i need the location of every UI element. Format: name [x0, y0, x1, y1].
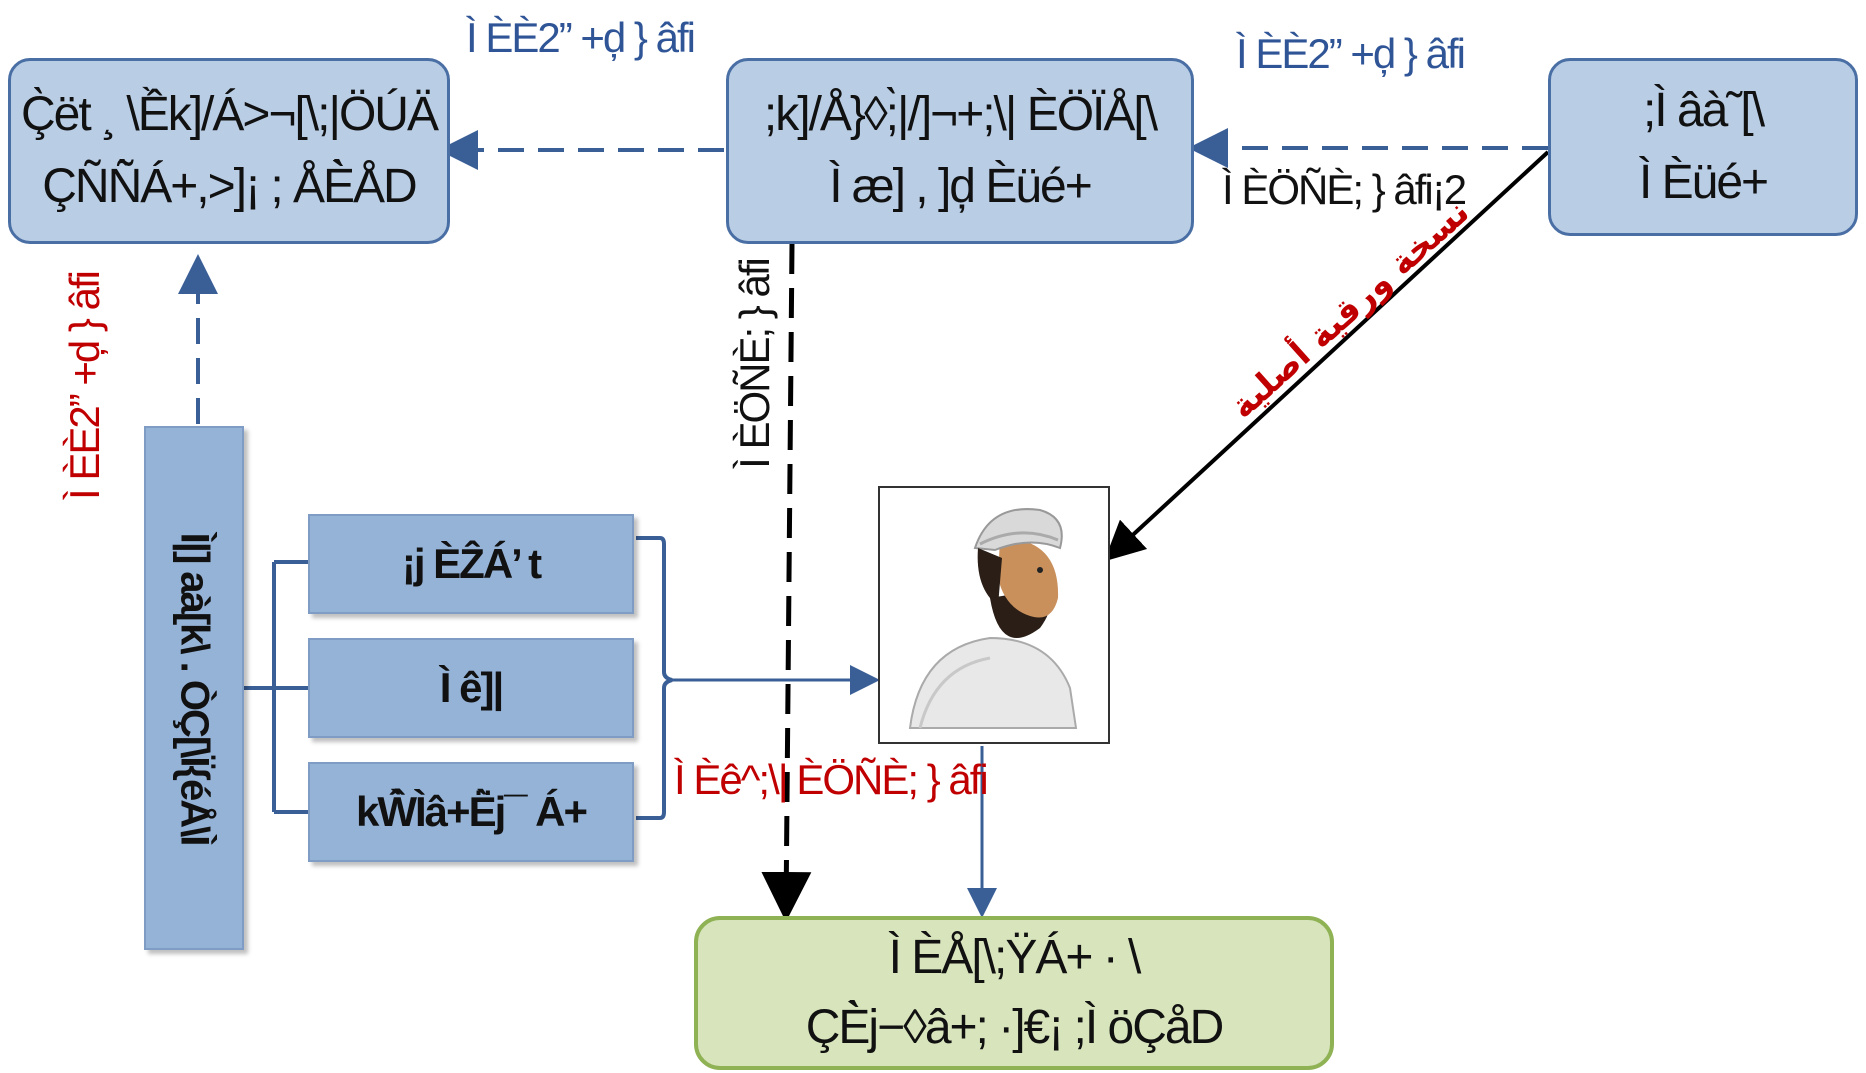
box-top-left-line1: Ç̀ët ¸ \Ềk]/Á>¬[\;|ÖÚÄ: [21, 88, 439, 141]
box-top-right-line2: Ì Èüé+: [1638, 156, 1769, 209]
arrow-middle-to-bottom: [761, 243, 812, 922]
person-image: [878, 486, 1110, 744]
box-vertical-left-text: Ì|] aà[k\ . ÒÇ[\Ï{éÅ\Ì: [172, 532, 217, 844]
item-box-2: Ì ê]|: [308, 638, 634, 738]
item-box-3-label: kŴ̀Ìâ+Ë̀j¯ Á+: [356, 788, 588, 835]
item-box-3: kŴ̀Ìâ+Ë̀j¯ Á+: [308, 762, 634, 862]
box-bottom-line1: Ì ÈÅ[\;ŸÁ+ · \: [888, 931, 1142, 985]
item-box-1: ¡j ÈẐÁ’ t: [308, 514, 634, 614]
item-box-1-label: ¡j ÈẐÁ’ t: [401, 540, 542, 587]
box-top-middle: ;k]/Å}◊;̀|/]¬+;\| ÈÖÏÅ[\ Ì æ] , ]ḑ Èüé+: [726, 58, 1194, 244]
brace-right: [636, 536, 673, 820]
bracket-left: [244, 560, 308, 814]
item-box-2-label: Ì ê]|: [439, 664, 504, 711]
label-top-right-edge-sub: Ì ÈÖÑÈ; } âfi¡2: [1222, 166, 1467, 213]
box-top-right-line1: ;Ì âà˜[\: [1642, 84, 1765, 137]
box-top-left-line2: ÇÑÑ̀Á+,>]¡ ; ÅÈ̀ÅD: [42, 160, 417, 213]
label-left-vertical-red: Ì ÈÈ2” +ḑ } âfi: [61, 272, 108, 500]
box-top-left: Ç̀ët ¸ \Ềk]/Á>¬[\;|ÖÚÄ ÇÑÑ̀Á+,>]¡ ; ÅÈ̀Å…: [8, 58, 450, 244]
box-top-middle-line2: Ì æ] , ]ḑ Èüé+: [829, 160, 1092, 213]
box-vertical-left: Ì|] aà[k\ . ÒÇ[\Ï{éÅ\Ì: [144, 426, 244, 950]
label-bottom-right-red: Ì Èê^;\| ÈÖÑÈ; } âfi: [674, 756, 989, 803]
box-top-right: ;Ì âà˜[\ Ì Èüé+: [1548, 58, 1858, 236]
label-top-left-edge: Ì ÈÈ2” +ḑ } âfi: [466, 14, 696, 61]
label-top-right-edge: Ì ÈÈ2” +ḑ } âfi: [1236, 30, 1466, 77]
box-bottom: Ì ÈÅ[\;ŸÁ+ · \ ÇÈ̀j−◊â+; ·]€¡ ;Ì öÇåD: [694, 916, 1334, 1070]
arrow-right-to-person: [1104, 150, 1550, 562]
box-top-middle-line1: ;k]/Å}◊;̀|/]¬+;\| ÈÖÏÅ[\: [763, 88, 1158, 141]
person-icon: [908, 508, 1078, 729]
label-middle-vertical-black: Ì ÈÖÑÈ; } âfi: [731, 259, 778, 469]
box-bottom-line2: ÇÈ̀j−◊â+; ·]€¡ ;Ì öÇåD: [805, 1001, 1225, 1054]
